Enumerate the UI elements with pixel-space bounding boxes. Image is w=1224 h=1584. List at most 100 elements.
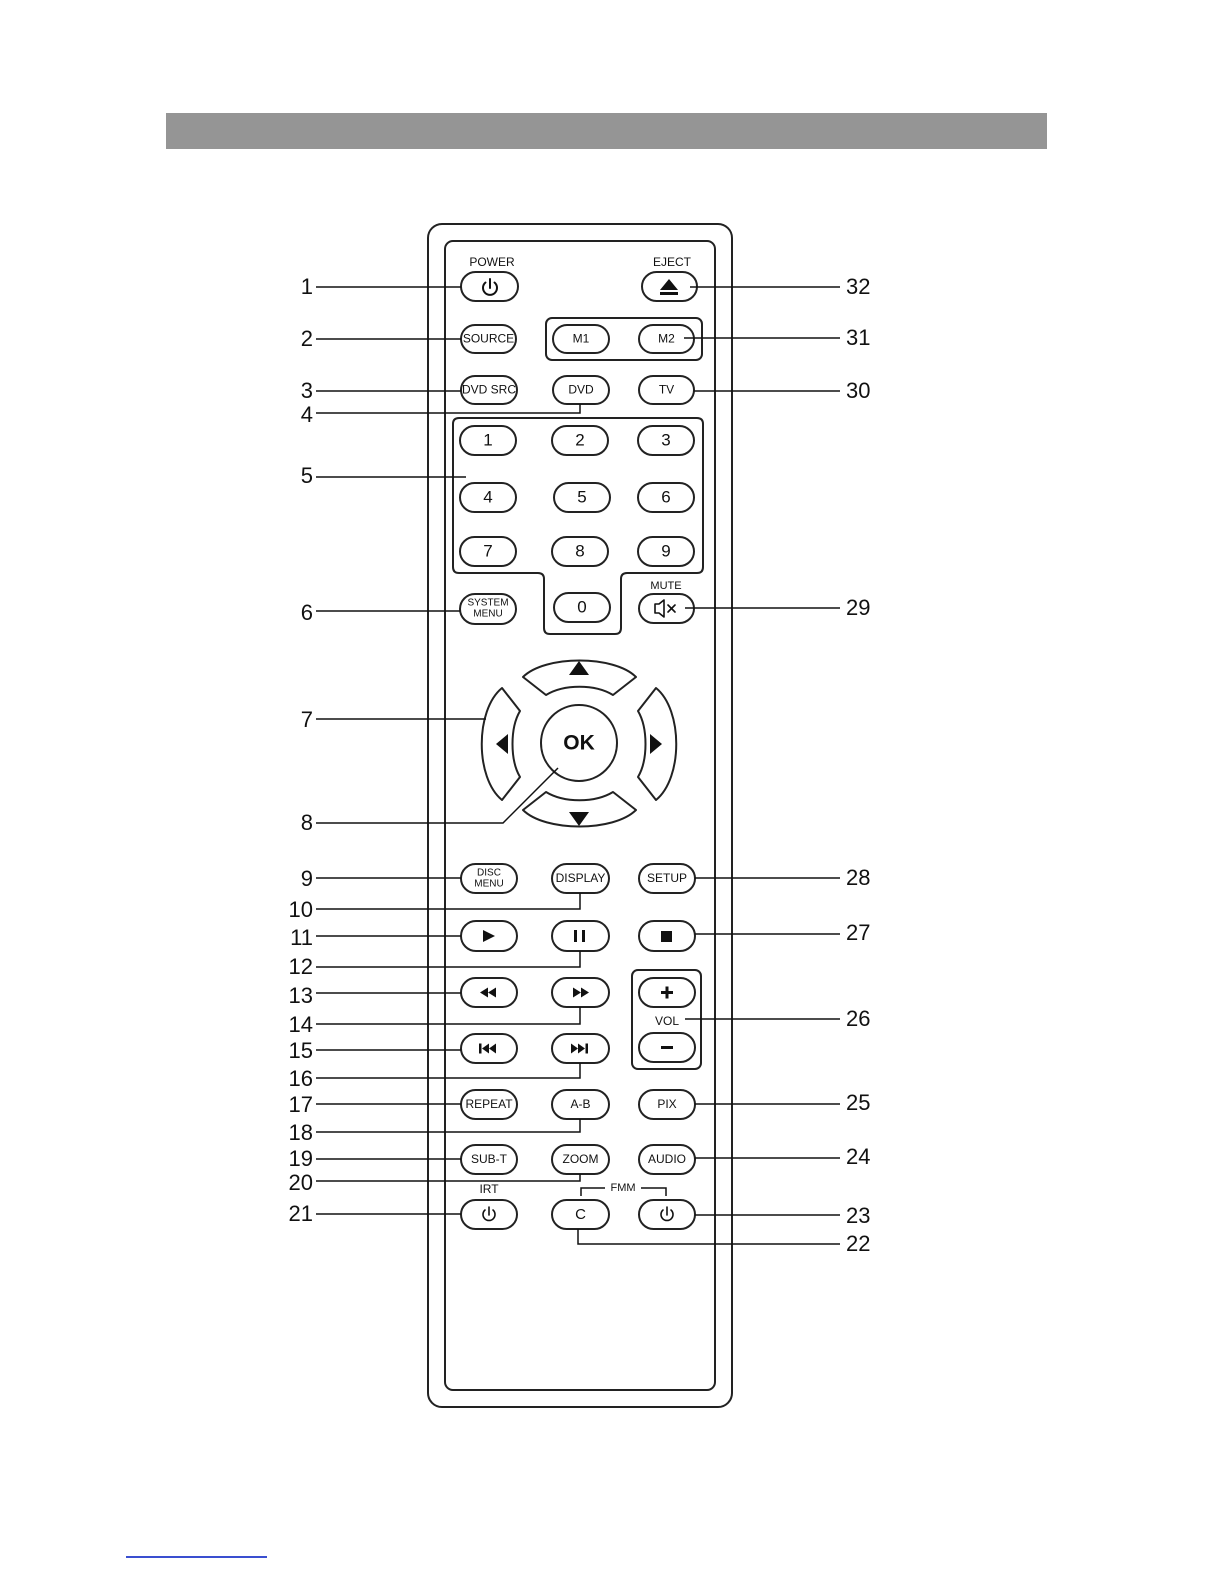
- power-button[interactable]: [461, 272, 518, 301]
- volume-up-button[interactable]: [639, 978, 695, 1007]
- number-9-button[interactable]: 9: [638, 537, 694, 566]
- callout-12: 12: [289, 954, 313, 979]
- callout-11: 11: [290, 925, 313, 950]
- stop-button[interactable]: [639, 921, 695, 951]
- subtitle-button[interactable]: SUB-T: [461, 1145, 517, 1174]
- number-0-button[interactable]: 0: [554, 593, 610, 622]
- number-3-label: 3: [661, 430, 670, 449]
- callout-21: 21: [289, 1201, 313, 1226]
- setup-button-label: SETUP: [647, 871, 687, 885]
- number-3-button[interactable]: 3: [638, 426, 694, 455]
- tv-button[interactable]: TV: [639, 376, 694, 404]
- source-button[interactable]: SOURCE: [461, 325, 516, 353]
- audio-button[interactable]: AUDIO: [639, 1145, 695, 1174]
- callout-5: 5: [301, 463, 313, 488]
- fmm-c-button[interactable]: C: [552, 1200, 609, 1229]
- volume-label: VOL: [655, 1014, 679, 1028]
- tv-button-label: TV: [659, 383, 674, 397]
- pause-button[interactable]: [552, 921, 609, 951]
- nav-down-button[interactable]: [523, 792, 636, 827]
- number-6-button[interactable]: 6: [638, 483, 694, 512]
- display-button-label: DISPLAY: [556, 871, 606, 885]
- system-menu-label-line2: MENU: [473, 609, 502, 620]
- display-button[interactable]: DISPLAY: [552, 864, 609, 893]
- number-4-label: 4: [483, 487, 492, 506]
- number-8-button[interactable]: 8: [552, 537, 608, 566]
- callout-16: 16: [289, 1066, 313, 1091]
- callout-2: 2: [301, 326, 313, 351]
- fmm-power-button[interactable]: [639, 1200, 695, 1229]
- callout-23: 23: [846, 1203, 870, 1228]
- zoom-button[interactable]: ZOOM: [552, 1145, 609, 1174]
- callout-1: 1: [301, 274, 313, 299]
- setup-button[interactable]: SETUP: [639, 864, 695, 893]
- bottom-link-underline: [126, 1556, 267, 1558]
- m2-button[interactable]: M2: [639, 325, 694, 353]
- minus-icon: [661, 1046, 673, 1049]
- nav-left-button[interactable]: [482, 688, 520, 800]
- callout-20: 20: [289, 1170, 313, 1195]
- ab-button[interactable]: A-B: [552, 1090, 609, 1119]
- callout-29: 29: [846, 595, 870, 620]
- mute-label: MUTE: [650, 580, 681, 592]
- play-button[interactable]: [461, 921, 517, 951]
- volume-down-button[interactable]: [639, 1033, 695, 1062]
- number-1-label: 1: [483, 430, 492, 449]
- number-8-label: 8: [575, 541, 584, 560]
- callout-8: 8: [301, 810, 313, 835]
- zoom-button-label: ZOOM: [563, 1152, 599, 1166]
- previous-button[interactable]: [461, 1034, 517, 1063]
- callout-9: 9: [301, 866, 313, 891]
- callout-31: 31: [846, 325, 870, 350]
- number-2-label: 2: [575, 430, 584, 449]
- repeat-button-label: REPEAT: [465, 1097, 513, 1111]
- callout-18: 18: [289, 1120, 313, 1145]
- callout-30: 30: [846, 378, 870, 403]
- callout-3: 3: [301, 378, 313, 403]
- next-button[interactable]: [552, 1034, 609, 1063]
- nav-up-button[interactable]: [523, 661, 636, 696]
- callout-24: 24: [846, 1144, 870, 1169]
- eject-button[interactable]: [642, 272, 697, 301]
- number-6-label: 6: [661, 487, 670, 506]
- number-5-label: 5: [577, 487, 586, 506]
- system-menu-button[interactable]: SYSTEM MENU: [460, 594, 516, 624]
- callout-4: 4: [301, 402, 313, 427]
- ab-button-label: A-B: [570, 1097, 590, 1111]
- number-1-button[interactable]: 1: [460, 426, 516, 455]
- disc-menu-button[interactable]: DISC MENU: [461, 864, 517, 893]
- fmm-label: FMM: [610, 1182, 635, 1194]
- ok-button[interactable]: OK: [541, 705, 617, 781]
- nav-right-button[interactable]: [638, 688, 676, 800]
- number-4-button[interactable]: 4: [460, 483, 516, 512]
- callout-6: 6: [301, 600, 313, 625]
- callout-17: 17: [289, 1092, 313, 1117]
- callout-26: 26: [846, 1006, 870, 1031]
- callout-10: 10: [289, 897, 313, 922]
- number-0-label: 0: [577, 597, 586, 616]
- callout-27: 27: [846, 920, 870, 945]
- dvd-button[interactable]: DVD: [553, 376, 609, 404]
- stop-icon: [661, 931, 672, 942]
- irt-power-button[interactable]: [461, 1200, 517, 1229]
- callout-32: 32: [846, 274, 870, 299]
- audio-button-label: AUDIO: [648, 1152, 686, 1166]
- dvd-src-button[interactable]: DVD SRC: [461, 376, 517, 404]
- number-7-label: 7: [483, 541, 492, 560]
- pix-button[interactable]: PIX: [639, 1090, 695, 1119]
- rewind-button[interactable]: [461, 978, 517, 1007]
- system-menu-label-line1: SYSTEM: [467, 598, 508, 609]
- number-2-button[interactable]: 2: [552, 426, 608, 455]
- callout-7: 7: [301, 707, 313, 732]
- number-5-button[interactable]: 5: [554, 483, 610, 512]
- repeat-button[interactable]: REPEAT: [461, 1090, 517, 1119]
- callout-15: 15: [289, 1038, 313, 1063]
- fast-forward-button[interactable]: [552, 978, 609, 1007]
- callout-13: 13: [289, 983, 313, 1008]
- source-button-label: SOURCE: [463, 332, 514, 346]
- m1-button[interactable]: M1: [553, 325, 609, 353]
- callout-14: 14: [289, 1012, 313, 1037]
- number-7-button[interactable]: 7: [460, 537, 516, 566]
- dvd-button-label: DVD: [568, 383, 594, 397]
